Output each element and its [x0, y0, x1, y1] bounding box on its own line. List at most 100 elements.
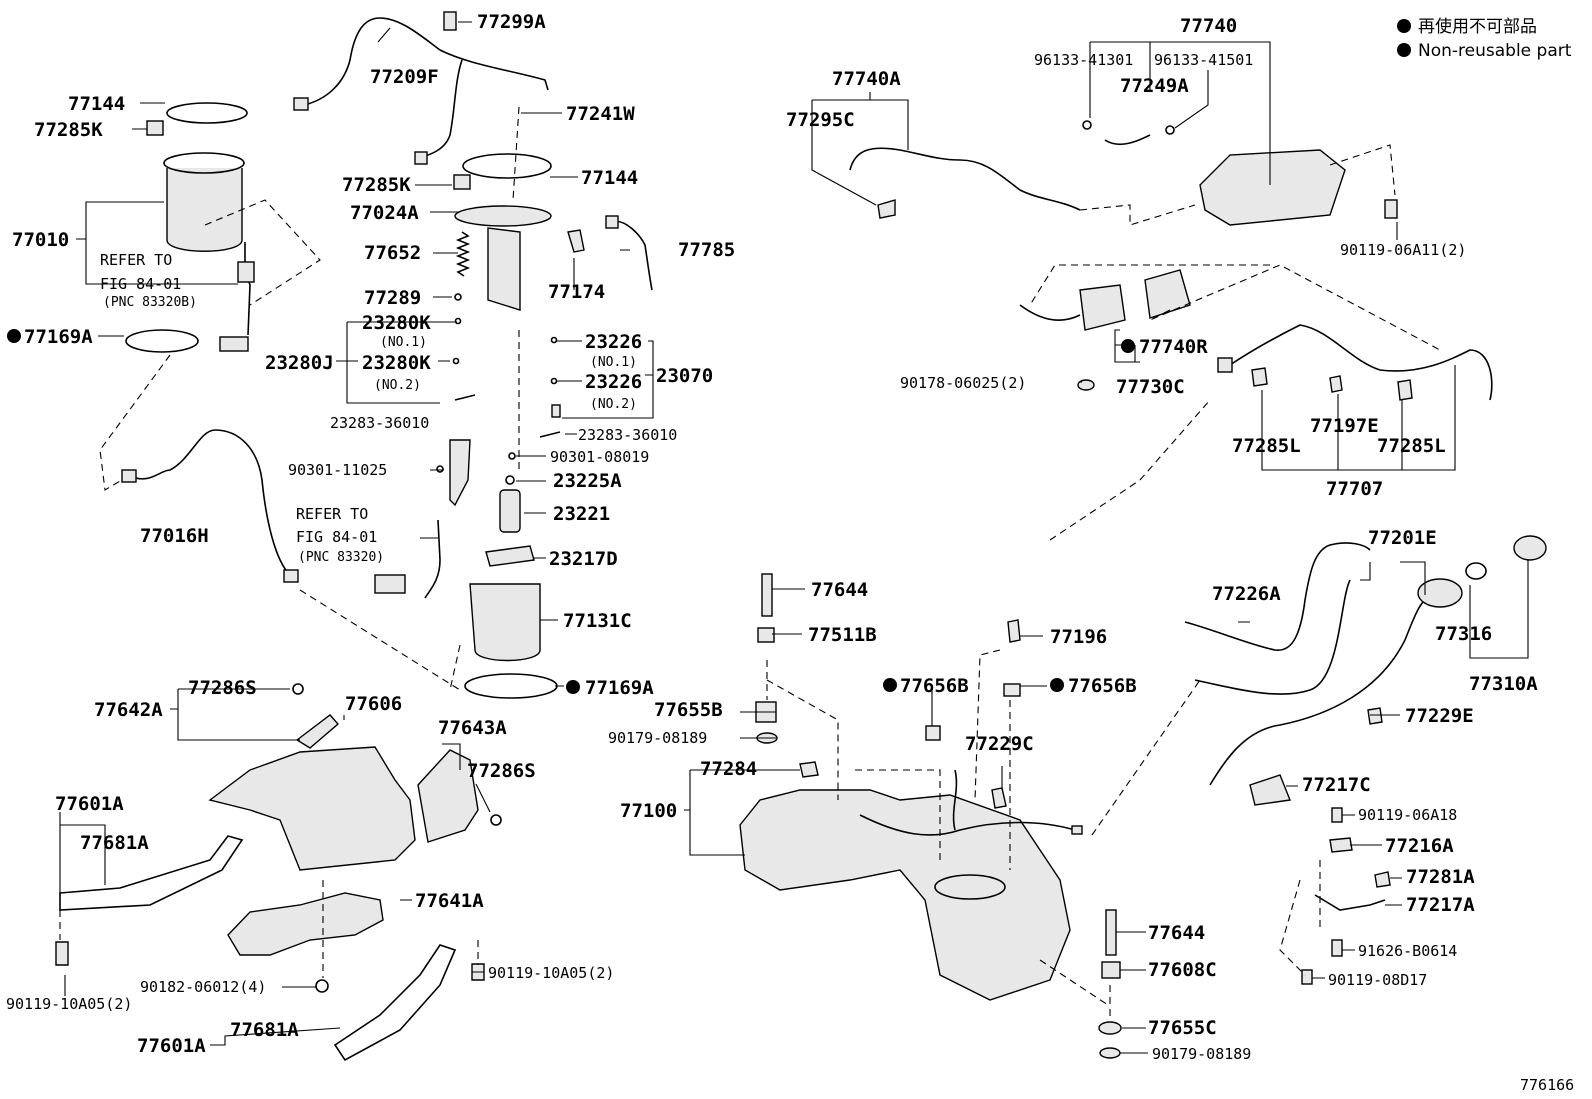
bracket-77217c — [1249, 774, 1291, 806]
non-reusable-dot-icon — [1397, 19, 1411, 33]
clamp-77281a — [1374, 871, 1391, 888]
filler-drawings — [1184, 535, 1547, 985]
part-label: 77641A — [415, 890, 484, 912]
part-label: 77144 — [581, 167, 638, 189]
legend-en: Non-reusable part — [1418, 41, 1572, 61]
lock-ring-77144 — [462, 153, 552, 179]
pump-bracket — [487, 227, 521, 311]
clamp-77216a — [1329, 837, 1353, 853]
part-label: 77216A — [1385, 835, 1454, 857]
part-label: 77217A — [1406, 894, 1475, 916]
part-label: 77740 — [1180, 15, 1237, 37]
bracket-77174 — [567, 229, 585, 253]
part-label: 90119-08D17 — [1328, 971, 1427, 989]
clip-77286s — [292, 683, 304, 695]
part-label: 77606 — [345, 693, 402, 715]
part-label: 23280J — [265, 352, 334, 374]
part-label: 77010 — [12, 229, 69, 251]
reference-note: REFER TO — [100, 251, 172, 269]
grommet-77656b — [925, 725, 941, 741]
part-label: 77100 — [620, 800, 677, 822]
part-label: 23070 — [656, 365, 713, 387]
pin-77289 — [454, 293, 462, 301]
assembly-dashed-lines — [99, 199, 321, 491]
leader-lines — [59, 21, 1529, 1054]
part-label: 90301-08019 — [550, 448, 649, 466]
sub-tank-77010 — [166, 168, 243, 252]
hose-77740a — [849, 147, 1081, 211]
part-label-note: (NO.2) — [374, 378, 421, 393]
clip-77284 — [799, 761, 819, 778]
part-label: 23221 — [553, 503, 610, 525]
clip-77285l — [1251, 367, 1268, 387]
part-label: 90182-06012(4) — [140, 978, 266, 996]
part-label: 23283-36010 — [578, 426, 677, 444]
strap-77601a — [59, 835, 244, 911]
part-label: 77316 — [1435, 623, 1492, 645]
part-label: 77196 — [1050, 626, 1107, 648]
figure-number: 776166 — [1520, 1076, 1574, 1094]
filter-77740r — [1144, 269, 1191, 319]
dashed-lines — [1029, 144, 1441, 541]
part-label: 77285K — [34, 119, 103, 141]
part-label: 77285L — [1377, 435, 1446, 457]
legend: 再使用不可部品 Non-reusable part — [1397, 16, 1572, 61]
non-reusable-markers — [7, 329, 1135, 694]
part-label: 77681A — [80, 832, 149, 854]
tank-opening — [934, 874, 1006, 900]
part-label: 77284 — [700, 758, 757, 780]
hose-end — [283, 569, 299, 583]
part-label: 77601A — [55, 793, 124, 815]
part-label: 23217D — [549, 548, 618, 570]
part-label: 90178-06025(2) — [900, 374, 1026, 392]
part-label: 77144 — [68, 93, 125, 115]
part-label: 90119-06A18 — [1358, 806, 1457, 824]
sender-arm — [244, 242, 251, 336]
part-label: 77652 — [364, 242, 421, 264]
part-label: 77174 — [548, 281, 605, 303]
clip-77285l — [1397, 379, 1413, 401]
protector-77643a — [417, 749, 479, 843]
washer-23225a — [505, 475, 515, 485]
bracket-77217a — [1314, 894, 1386, 911]
part-label: 77608C — [1148, 959, 1217, 981]
canister-77740 — [1199, 149, 1346, 226]
sender-float — [219, 336, 249, 352]
washer-90179 — [1099, 1047, 1121, 1059]
part-label: 77511B — [808, 624, 877, 646]
part-label: 77229C — [965, 733, 1034, 755]
part-label: 77656B — [1068, 675, 1137, 697]
part-label: 77285L — [1232, 435, 1301, 457]
clamp-77229c — [991, 787, 1007, 809]
canister-drawings — [849, 120, 1493, 541]
regulator — [449, 439, 471, 507]
part-label: 90119-06A11(2) — [1340, 241, 1466, 259]
pipe-end — [1071, 825, 1083, 835]
hose — [1019, 304, 1081, 321]
dashed-line — [59, 910, 479, 965]
part-label: 77310A — [1469, 673, 1538, 695]
part-label: 23280K — [362, 352, 431, 374]
filter-23217d — [485, 545, 535, 567]
part-label: 23226 — [585, 371, 642, 393]
bolt — [55, 941, 69, 966]
hose-77016h — [129, 429, 291, 576]
part-label: 77197E — [1310, 415, 1379, 437]
sender-arm — [424, 519, 441, 599]
part-label: 77644 — [1148, 922, 1205, 944]
hose-small — [952, 769, 958, 831]
dashed-lines — [766, 649, 1201, 1020]
clip-90182 — [315, 979, 329, 993]
fuel-pump-drawings — [99, 11, 653, 699]
wire-harness-77209f — [299, 17, 549, 107]
strap-77601a — [333, 944, 457, 1062]
clip-77285k — [146, 120, 164, 136]
part-label: 77707 — [1326, 478, 1383, 500]
pump-plate-77024a — [454, 205, 552, 227]
fuel-cap-77310a — [1513, 535, 1547, 561]
part-label: 77286S — [188, 677, 257, 699]
cushion-77608c — [1101, 961, 1121, 979]
part-label: 23226 — [585, 331, 642, 353]
o-ring-small — [452, 357, 460, 365]
